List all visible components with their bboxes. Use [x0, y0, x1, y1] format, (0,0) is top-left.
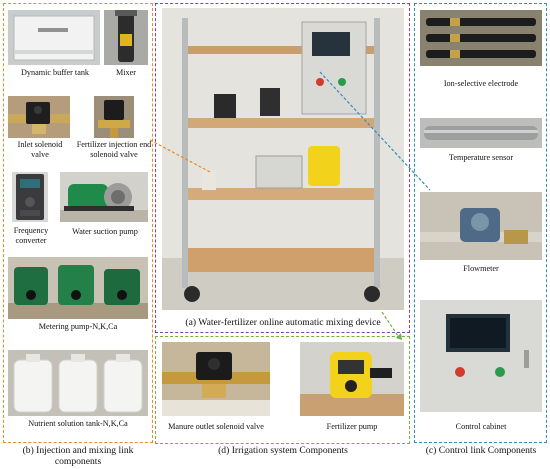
fertilizer-injection-valve-label: Fertilizer injection end solenoid valve [75, 140, 153, 159]
fertilizer-injection-valve-text: Fertilizer injection end solenoid valve [76, 140, 152, 159]
ion-selective-electrode-photo [420, 10, 542, 66]
manure-outlet-valve-label: Manure outlet solenoid valve [168, 422, 264, 431]
metering-pump-photo [8, 257, 148, 319]
frequency-converter-text: Frequency converter [13, 226, 49, 245]
panel-d-frame [155, 336, 410, 444]
control-cabinet-label: Control cabinet [455, 422, 507, 431]
frequency-converter-label: Frequency converter [6, 226, 56, 245]
nutrient-solution-tank-photo [8, 350, 148, 416]
mixing-device-photo [162, 8, 404, 310]
dynamic-buffer-tank-label: Dynamic buffer tank [20, 68, 90, 77]
manure-outlet-valve-photo [162, 342, 270, 416]
fertilizer-pump-photo [300, 342, 404, 416]
flowmeter-label: Flowmeter [463, 264, 499, 273]
metering-pump-label: Metering pump-N,K,Ca [38, 322, 118, 331]
control-cabinet-photo [420, 300, 542, 412]
panel-d-title: (d) Irrigation system Components [218, 445, 348, 456]
panel-a-title: (a) Water-fertilizer online automatic mi… [185, 317, 381, 328]
inlet-solenoid-valve-photo [8, 96, 70, 138]
inlet-solenoid-valve-label: Inlet solenoid valve [8, 140, 72, 159]
frequency-converter-photo [12, 172, 48, 222]
water-suction-pump-photo [60, 172, 148, 222]
flowmeter-photo [420, 192, 542, 260]
inlet-solenoid-valve-text: Inlet solenoid valve [17, 140, 63, 159]
dynamic-buffer-tank-photo [8, 10, 100, 65]
mixer-label: Mixer [115, 68, 136, 77]
panel-c-title: (c) Control link Components [425, 445, 537, 456]
fertilizer-pump-label: Fertilizer pump [326, 422, 378, 431]
fertilizer-injection-valve-photo [94, 96, 134, 138]
temperature-sensor-photo [420, 118, 542, 148]
panel-c-frame [414, 3, 547, 443]
panel-b-title: (b) Injection and mixing link components [22, 445, 134, 467]
ion-selective-electrode-label: Ion-selective electrode [443, 79, 519, 88]
water-suction-pump-label: Water suction pump [72, 227, 138, 236]
nutrient-solution-tank-label: Nutrient solution tank-N,K,Ca [28, 419, 128, 428]
temperature-sensor-label: Temperature sensor [448, 153, 514, 162]
panel-b-frame [3, 3, 153, 443]
mixer-photo [104, 10, 148, 65]
